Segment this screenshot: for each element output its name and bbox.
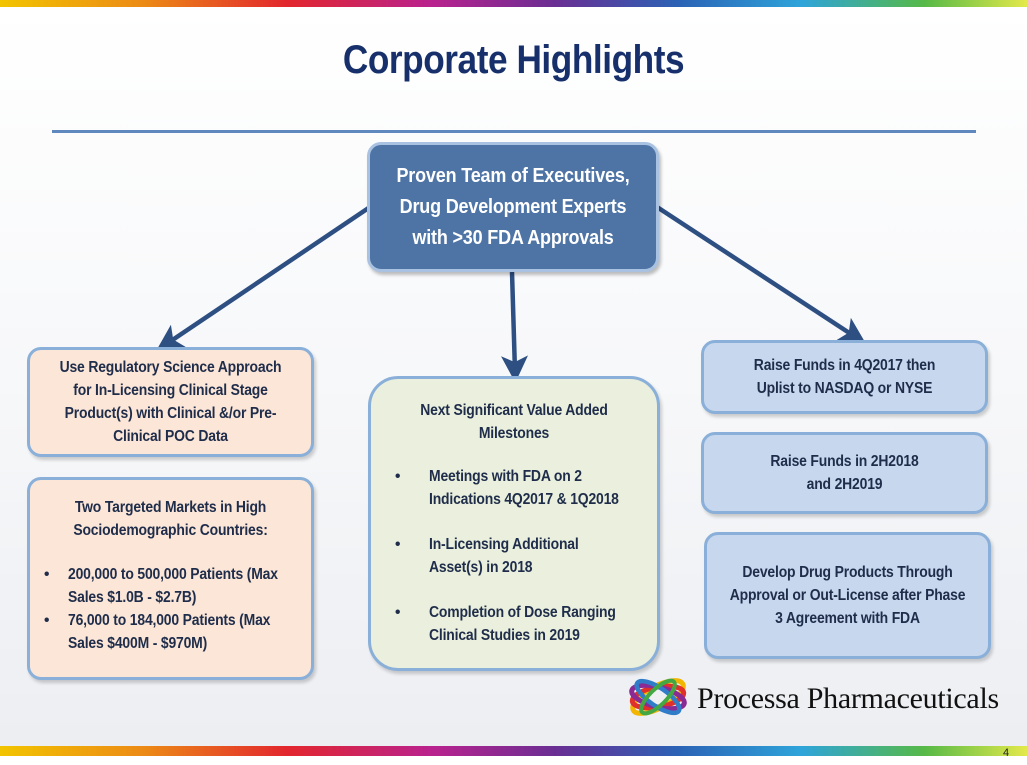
funding-2h-line: Raise Funds in 2H2018 [770,453,919,470]
bullet-icon: • [44,566,50,583]
list-item-text: In-Licensing Additional Asset(s) in 2018 [429,536,579,576]
regulatory-approach-line: Product(s) with Clinical &/or Pre- [64,405,277,422]
company-name: Processa Pharmaceuticals [697,682,999,715]
list-item: • 76,000 to 184,000 Patients (Max Sales … [44,609,303,655]
milestones-heading: Next Significant Value Added [420,402,608,419]
regulatory-approach-line: for In-Licensing Clinical Stage [73,382,268,399]
regulatory-approach-line: Use Regulatory Science Approach [59,359,282,376]
drug-development-line: Develop Drug Products Through [742,564,953,581]
funding-uplist-box: Raise Funds in 4Q2017 then Uplist to NAS… [701,340,988,414]
regulatory-approach-line: Clinical POC Data [113,428,228,445]
targeted-markets-box: Two Targeted Markets in High Sociodemogr… [27,477,314,680]
list-item: • 200,000 to 500,000 Patients (Max Sales… [44,563,303,609]
slide-title: Corporate Highlights [342,38,685,82]
drug-development-box: Develop Drug Products Through Approval o… [704,532,991,659]
core-team-line: Drug Development Experts [399,195,627,218]
top-color-stripe [0,0,1027,7]
core-team-line: Proven Team of Executives, [396,164,630,187]
milestones-box: Next Significant Value Added Milestones … [368,376,660,671]
targeted-markets-list: • 200,000 to 500,000 Patients (Max Sales… [30,563,311,655]
rings-logo-icon [629,678,687,716]
bullet-icon: • [395,604,401,621]
drug-development-line: Approval or Out-License after Phase [729,587,966,604]
list-item: • Completion of Dose Ranging Clinical St… [395,601,647,647]
funding-2h-line: and 2H2019 [806,476,883,493]
milestones-list: • Meetings with FDA on 2 Indications 4Q2… [371,465,657,669]
page-number: 4 [1003,747,1010,759]
targeted-markets-heading: Sociodemographic Countries: [73,522,268,539]
list-item-text: Meetings with FDA on 2 Indications 4Q201… [429,468,619,508]
bullet-icon: • [44,612,50,629]
funding-uplist-line: Raise Funds in 4Q2017 then [753,357,936,374]
bullet-icon: • [395,536,401,553]
funding-uplist-line: Uplist to NASDAQ or NYSE [756,380,933,397]
bottom-color-stripe [0,746,1027,756]
milestones-heading: Milestones [478,425,550,442]
list-item: • In-Licensing Additional Asset(s) in 20… [395,533,647,579]
drug-development-line: 3 Agreement with FDA [775,610,920,627]
title-divider [52,130,976,133]
list-item-text: Completion of Dose Ranging Clinical Stud… [429,604,616,644]
funding-2h-box: Raise Funds in 2H2018 and 2H2019 [701,432,988,514]
list-item-text: 76,000 to 184,000 Patients (Max Sales $4… [68,612,271,652]
list-item: • Meetings with FDA on 2 Indications 4Q2… [395,465,647,511]
bullet-icon: • [395,468,401,485]
regulatory-approach-box: Use Regulatory Science Approach for In-L… [27,347,314,457]
core-team-box: Proven Team of Executives, Drug Developm… [367,142,659,272]
targeted-markets-heading: Two Targeted Markets in High [74,499,267,516]
list-item-text: 200,000 to 500,000 Patients (Max Sales $… [68,566,278,606]
core-team-line: with >30 FDA Approvals [412,226,614,249]
